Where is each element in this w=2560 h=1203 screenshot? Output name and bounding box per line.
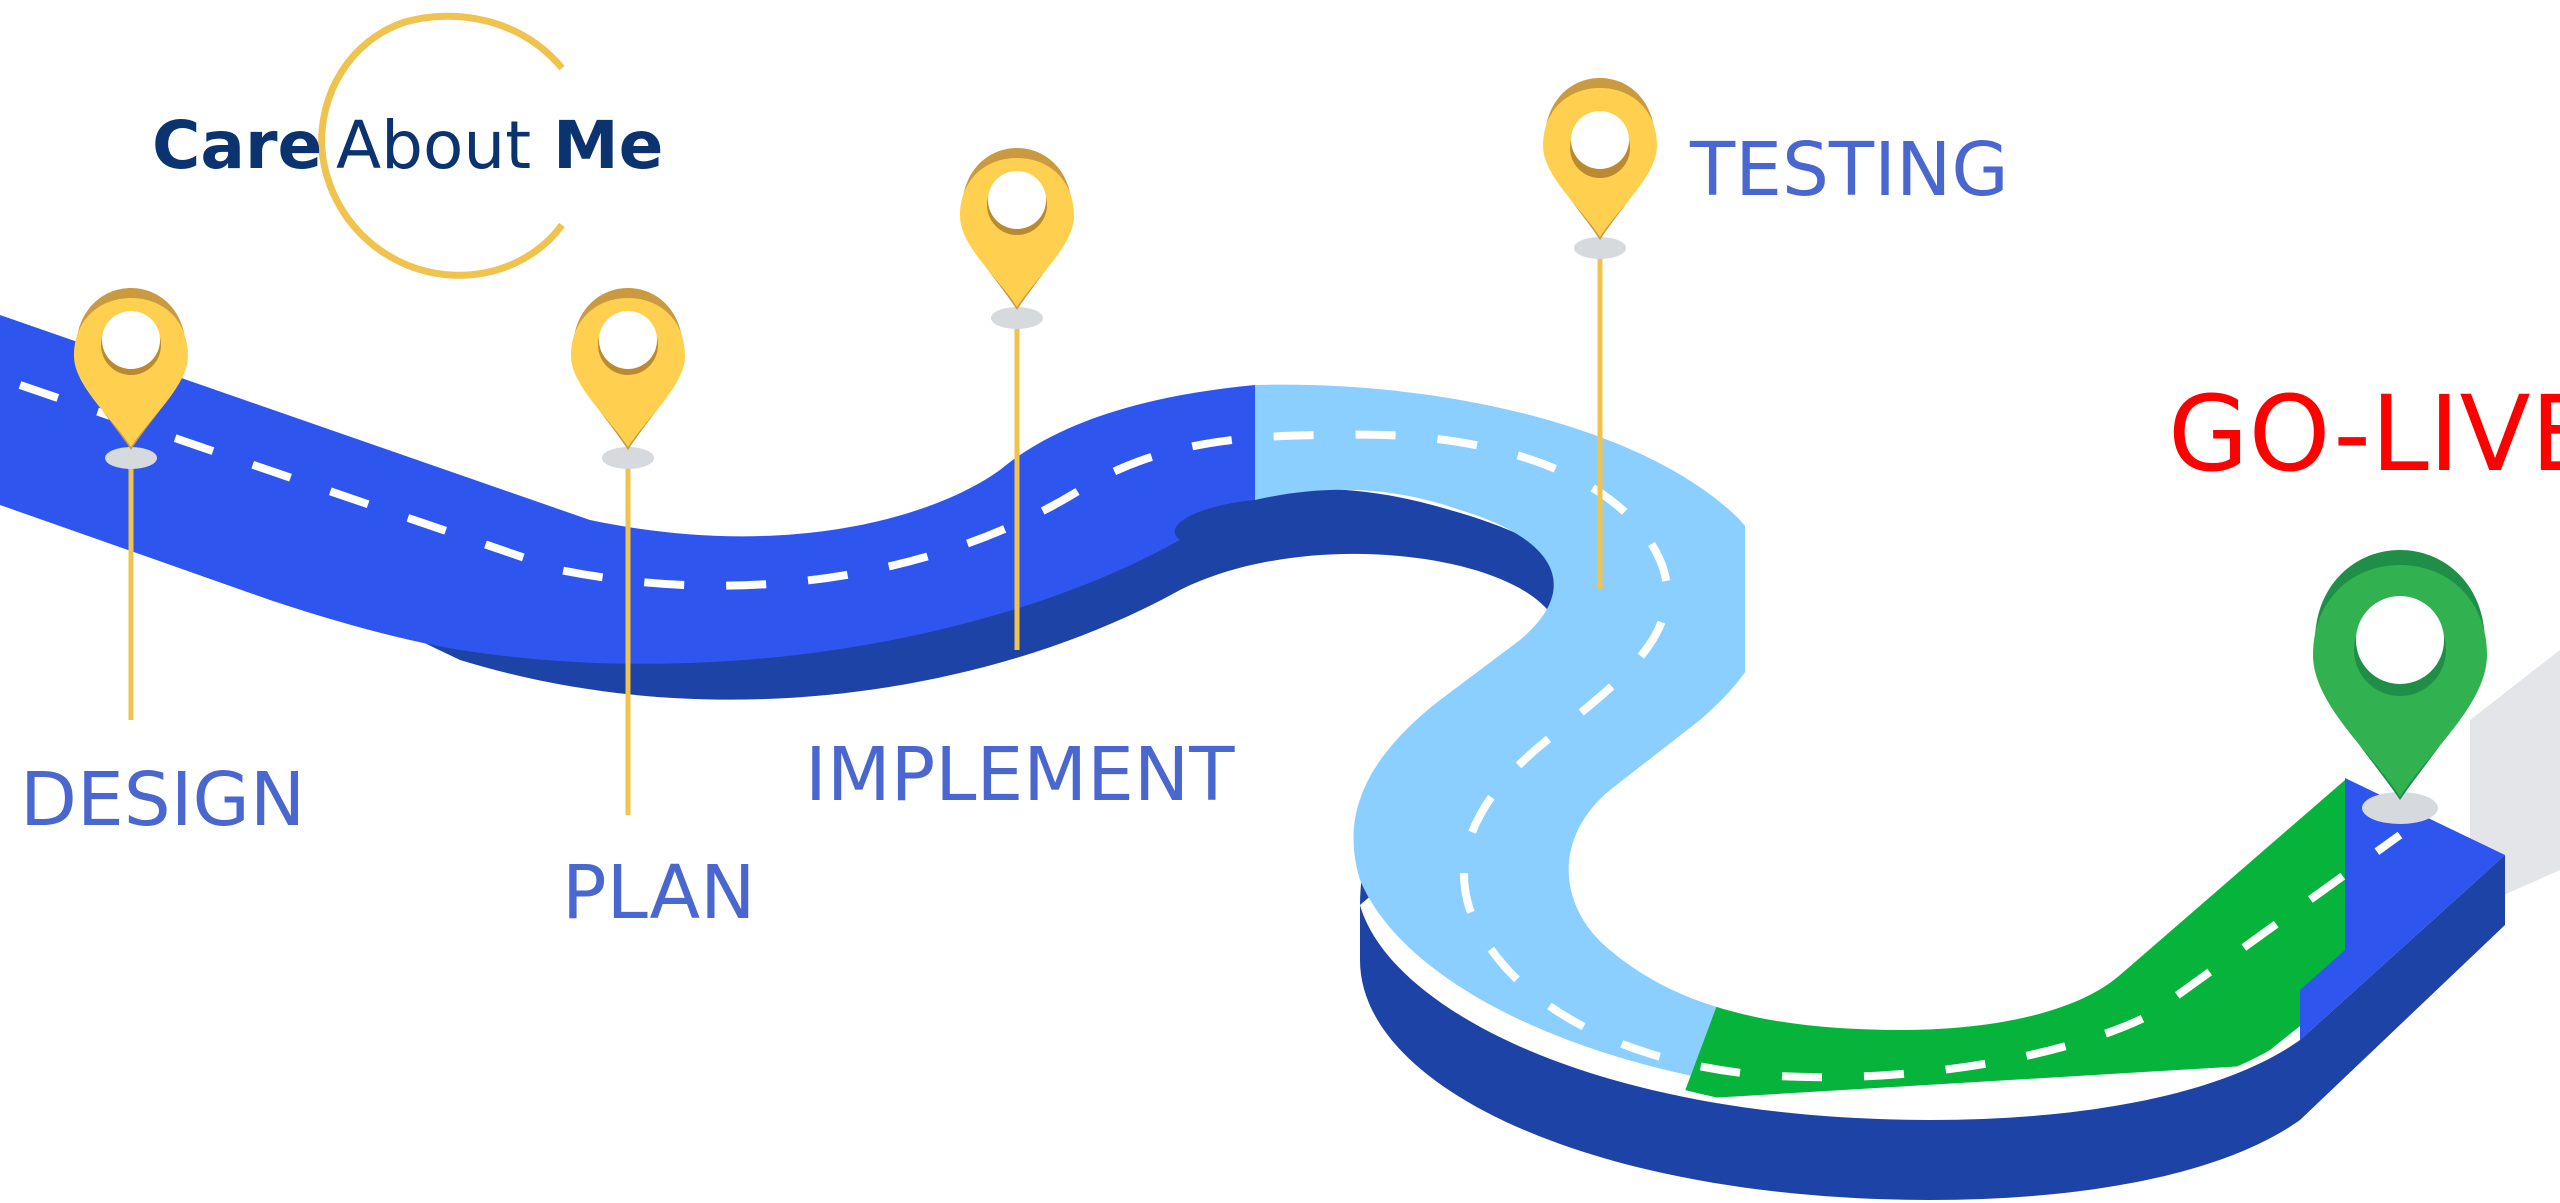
plan-location-pin-icon <box>571 288 685 469</box>
road-segment-testing <box>1255 384 1745 1100</box>
logo-word-about: About <box>336 107 531 184</box>
implement-location-pin-icon <box>960 148 1074 329</box>
stage-label-plan: PLAN <box>562 850 756 936</box>
stage-label-golive: GO-LIVE <box>2168 373 2560 495</box>
road-center-dashes <box>18 381 2403 1082</box>
road-segment-design-implement <box>0 315 1255 664</box>
road-side-wall <box>0 440 2505 1200</box>
logo-word-me: Me <box>553 107 663 184</box>
testing-location-pin-icon <box>1543 78 1657 259</box>
right-gray-backdrop <box>2470 650 2560 910</box>
design-location-pin-icon <box>74 288 188 469</box>
logo-ring <box>318 12 565 279</box>
care-about-me-logo: Care About Me <box>152 12 663 279</box>
stage-label-design: DESIGN <box>20 757 305 843</box>
logo-word-care: Care <box>152 107 322 184</box>
stage-label-implement: IMPLEMENT <box>805 732 1235 818</box>
stage-label-testing: TESTING <box>1689 127 2009 213</box>
road-segment-end <box>2300 778 2505 1040</box>
golive-location-pin-icon <box>2313 550 2487 824</box>
